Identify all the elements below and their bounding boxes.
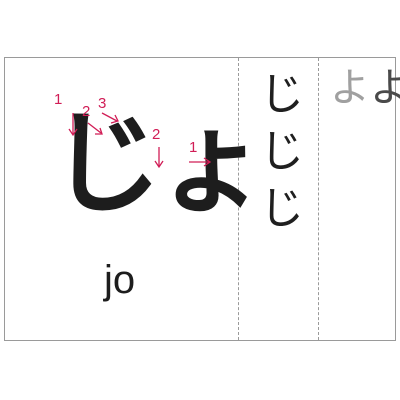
stroke-number-1: 1 <box>54 91 63 108</box>
stroke-number-2b: 2 <box>152 126 161 143</box>
stroke-number-1b: 1 <box>189 139 198 156</box>
stroke-number-2: 2 <box>82 103 91 120</box>
ghost-row: よよ <box>330 64 400 112</box>
down-arrow-icon <box>68 113 78 137</box>
down-arrow-icon <box>154 147 164 169</box>
dashed-divider <box>318 58 319 340</box>
ghost-glyph: よ <box>330 65 370 111</box>
diagonal-arrow-icon <box>101 112 119 124</box>
flashcard <box>4 57 396 341</box>
practice-glyph: じ <box>260 126 304 177</box>
practice-glyph: じ <box>260 69 304 120</box>
practice-column: じ じ じ <box>258 66 306 237</box>
right-arrow-icon <box>189 157 212 167</box>
diagonal-arrow-icon <box>87 122 103 135</box>
romaji-label: jo <box>104 258 136 302</box>
ghost-glyph: よ <box>370 65 400 111</box>
stroke-number-3: 3 <box>98 95 107 112</box>
dashed-divider <box>238 58 239 340</box>
practice-glyph: じ <box>260 183 304 234</box>
